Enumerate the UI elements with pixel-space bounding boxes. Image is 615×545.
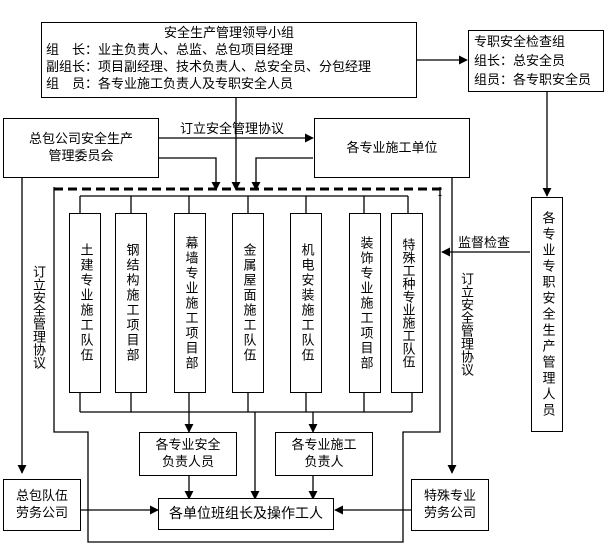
- workers-box: 各单位班组长及操作工人: [158, 498, 334, 530]
- team-mep: 机电安装施工队伍: [290, 213, 322, 393]
- team-curtain-wall: 幕墙专业施工项目部: [174, 213, 206, 393]
- inspection-group-title: 专职安全检查组: [474, 35, 566, 50]
- team-special-trades: 特殊工种专业施工队伍: [391, 213, 423, 393]
- gc-labor-box: 总包队伍 劳务公司: [3, 479, 81, 531]
- specialty-units-box: 各专业施工单位: [314, 118, 470, 178]
- inspection-group-box: 专职安全检查组 组长：总安全员 组员：各专职安全员: [468, 30, 604, 92]
- leadership-group-title: 安全生产管理领导小组: [163, 26, 294, 41]
- inspection-row-leader: 组长：总安全员: [474, 54, 566, 69]
- specialty-units-label: 各专业施工单位: [346, 140, 438, 156]
- team-civil: 土建专业施工队伍: [69, 213, 101, 393]
- gc-committee-box: 总包公司安全生产 管理委员会: [3, 118, 159, 178]
- connector-gc-down: [158, 157, 221, 191]
- team-metal-roof: 金属屋面施工队伍: [232, 213, 264, 393]
- dashed-boundary: [54, 187, 442, 196]
- team-steel: 钢结构施工项目部: [115, 213, 147, 393]
- safety-staff-box: 各专业专职安全生产管理人员: [531, 197, 563, 432]
- gc-committee-line1: 总包公司安全生产: [28, 132, 133, 147]
- supervision-label: 监督检查: [458, 236, 511, 251]
- agreement-label-right: 订立安全管理协议: [458, 272, 473, 376]
- connector-outer-loop: [53, 187, 441, 543]
- safety-leads-box: 各专业安全 负责人员: [139, 432, 237, 476]
- gc-committee-line2: 管理委员会: [48, 149, 114, 164]
- construction-leads-box: 各专业施工 负责人: [275, 432, 373, 476]
- connector-units-down: [251, 157, 313, 191]
- special-labor-box: 特殊专业 劳务公司: [411, 479, 489, 531]
- agreement-label-left: 订立安全管理协议: [30, 265, 45, 369]
- team-decoration: 装饰专业施工项目部: [349, 213, 381, 393]
- leadership-row-deputy: 副组长：项目副经理、技术负责人、总安全员、分包经理: [46, 60, 372, 75]
- inspection-row-members: 组员：各专职安全员: [474, 73, 592, 88]
- leadership-row-leader: 组 长：业主负责人、总监、总包项目经理: [46, 43, 294, 58]
- leadership-row-members: 组 员：各专业施工负责人及专职安全人员: [46, 77, 294, 92]
- agreement-label-top: 订立安全管理协议: [180, 122, 285, 137]
- leadership-group-box: 安全生产管理领导小组 组 长：业主负责人、总监、总包项目经理 副组长：项目副经理…: [41, 22, 417, 98]
